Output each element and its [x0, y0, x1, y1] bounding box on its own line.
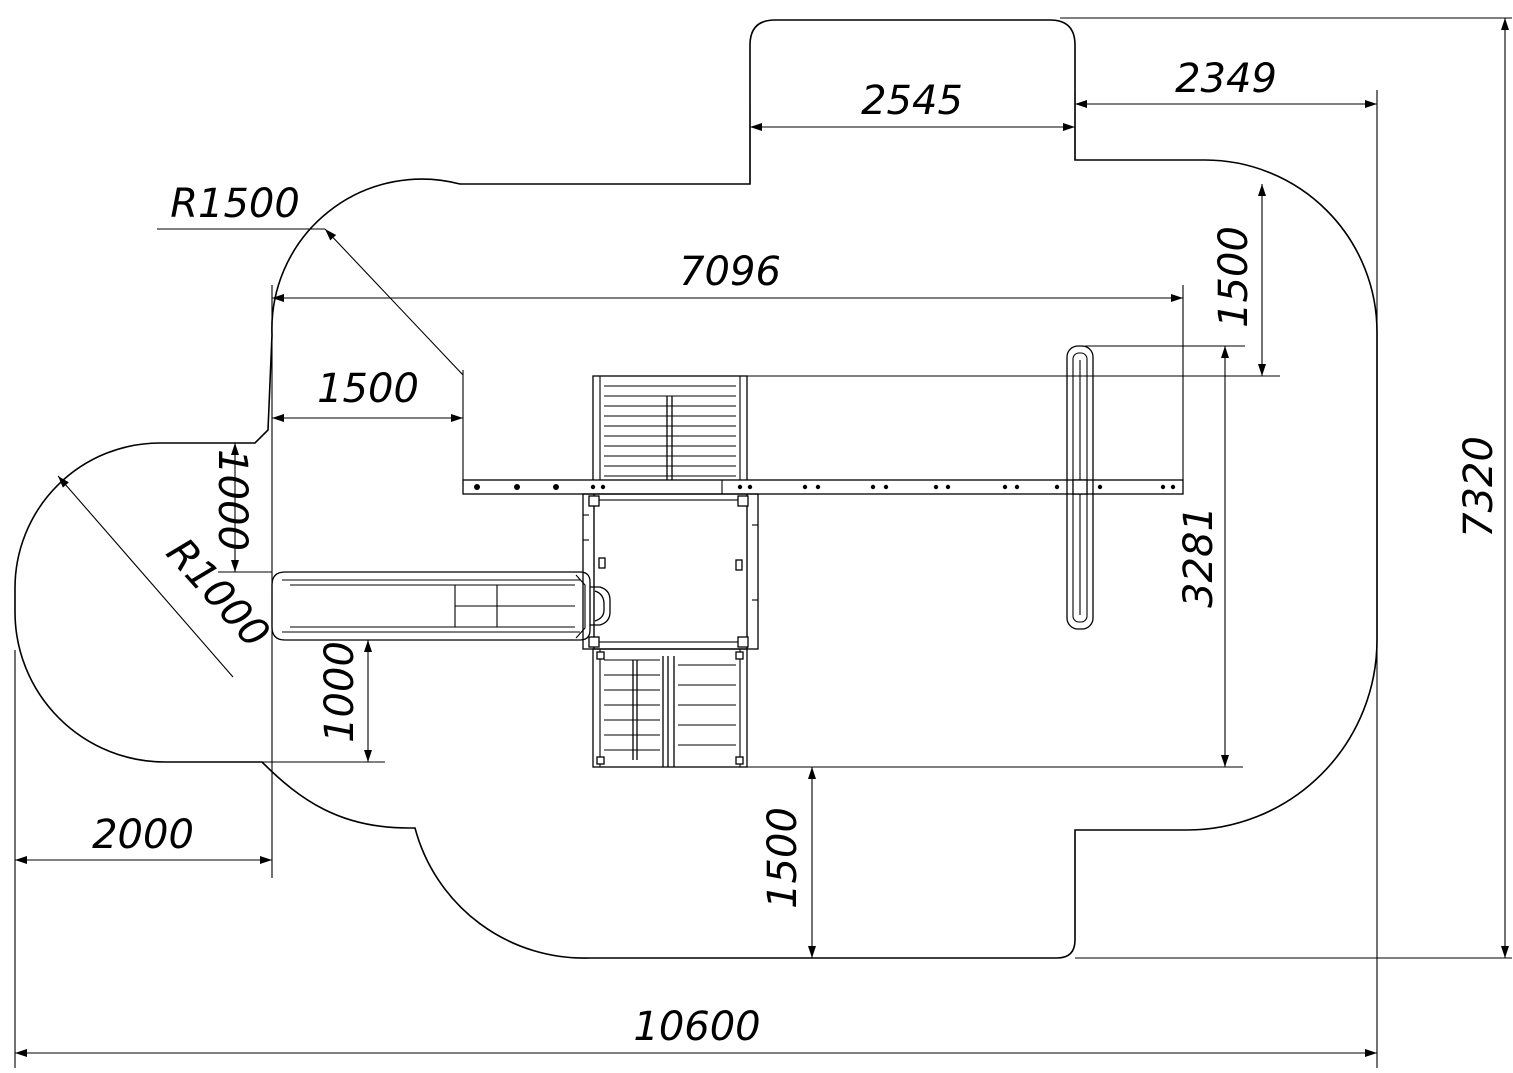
dim-slide-zone-depth: 2000: [92, 812, 194, 858]
dim-structure-depth: 3281: [1176, 506, 1222, 608]
swing-beam: [462, 479, 1184, 495]
dim-top-clearance: 1500: [1211, 226, 1257, 328]
safety-zone-outline: [14, 19, 1378, 959]
dim-left-clearance: 1500: [317, 366, 419, 412]
play-equipment: [271, 345, 1184, 768]
dimension-labels: 2545 2349 R1500 7096 1500 1500 1000 R100…: [92, 56, 1502, 1050]
dim-slide-side-top: 1000: [209, 449, 255, 551]
extension-lines: [14, 17, 1512, 1068]
dim-overall-width: 10600: [633, 1004, 760, 1050]
tower-platform: [582, 493, 759, 650]
dimension-lines: [15, 18, 1509, 1057]
dim-overall-height: 7320: [1456, 436, 1502, 538]
dim-corner-radius-large: R1500: [170, 181, 300, 227]
bottom-ladder: [592, 648, 748, 768]
dim-slide-side-bottom: 1000: [317, 641, 363, 743]
dim-bottom-clearance: 1500: [760, 807, 806, 909]
top-stairs: [592, 375, 748, 487]
dim-top-right-offset: 2349: [1175, 56, 1277, 102]
slide: [271, 571, 611, 641]
dim-top-step-width: 2545: [861, 78, 963, 124]
swing-seat-assembly: [1066, 345, 1094, 630]
dim-beam-length: 7096: [679, 249, 781, 295]
